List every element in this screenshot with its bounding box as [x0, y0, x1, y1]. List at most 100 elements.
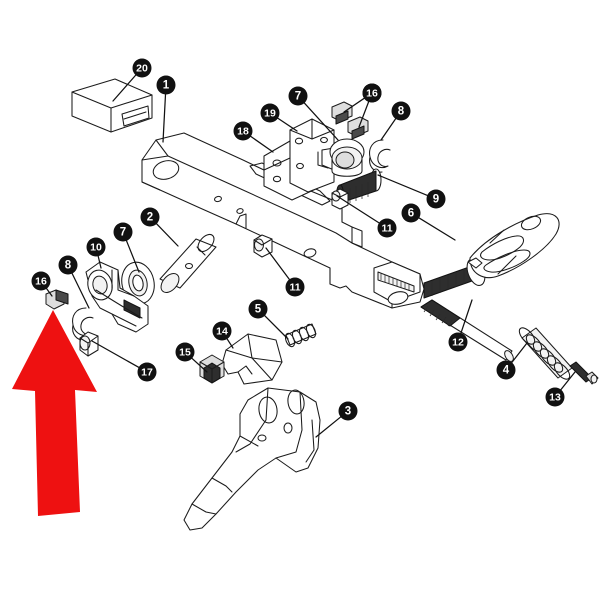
part-cam-block — [221, 333, 283, 385]
callout-3[interactable]: 3 — [338, 401, 358, 421]
leader-line-11 — [336, 195, 381, 224]
callout-4[interactable]: 4 — [496, 360, 516, 380]
part-coil-spring — [518, 327, 573, 380]
callout-circle — [545, 387, 565, 407]
callout-circle — [260, 103, 280, 123]
callout-circle — [285, 277, 305, 297]
callout-16b[interactable]: 16 — [362, 83, 382, 103]
callout-15[interactable]: 15 — [175, 342, 195, 362]
callout-number: 11 — [289, 282, 300, 294]
callout-number: 13 — [549, 392, 561, 404]
part-lower-bracket-arm — [183, 387, 321, 531]
part-set-screw — [569, 361, 599, 385]
callout-17[interactable]: 17 — [137, 362, 157, 382]
part-stud-bolt-top-b — [347, 116, 369, 140]
callout-7[interactable]: 7 — [288, 86, 308, 106]
leader-line-18 — [249, 135, 274, 153]
callout-circle — [132, 58, 152, 78]
callout-11b[interactable]: 11 — [285, 277, 305, 297]
callout-number: 20 — [136, 63, 148, 75]
callout-number: 7 — [120, 227, 126, 239]
part-spacer-bushing-upper — [331, 188, 349, 210]
callout-number: 11 — [381, 223, 392, 235]
part-long-threaded-rod — [420, 299, 514, 362]
callout-19[interactable]: 19 — [260, 103, 280, 123]
callout-number: 6 — [408, 208, 414, 220]
callout-18[interactable]: 18 — [233, 121, 253, 141]
callout-number: 4 — [503, 365, 510, 377]
callout-circle — [426, 189, 446, 209]
leader-line-16 — [343, 97, 366, 113]
callout-number: 15 — [179, 347, 191, 359]
callout-number: 1 — [163, 80, 170, 92]
leader-line-19 — [276, 117, 298, 132]
callout-circle — [288, 86, 308, 106]
part-spacer-bushing-middle — [253, 234, 273, 258]
callout-9[interactable]: 9 — [426, 189, 446, 209]
callout-7b[interactable]: 7 — [113, 222, 133, 242]
callout-number: 3 — [345, 406, 351, 418]
callout-circle — [156, 75, 176, 95]
leader-line-9 — [377, 174, 429, 197]
callout-8b[interactable]: 8 — [58, 255, 78, 275]
callout-number: 16 — [366, 88, 378, 100]
callout-circle — [362, 83, 382, 103]
callout-circle — [31, 271, 51, 291]
leader-line-8 — [380, 117, 397, 141]
callout-11[interactable]: 11 — [377, 218, 397, 238]
callout-circle — [175, 342, 195, 362]
leader-line-16 — [358, 100, 370, 128]
leader-line-17 — [91, 340, 140, 369]
callout-number: 19 — [264, 108, 276, 120]
callout-2[interactable]: 2 — [140, 207, 160, 227]
callout-circle — [377, 218, 397, 238]
callout-20[interactable]: 20 — [132, 58, 152, 78]
leader-line-20 — [112, 74, 137, 102]
callout-circle — [233, 121, 253, 141]
leader-line-15 — [191, 357, 208, 373]
callout-circle — [496, 360, 516, 380]
part-angle-bracket-plate — [289, 118, 335, 193]
part-pivot-pin-roller — [159, 233, 217, 293]
callout-number: 17 — [141, 367, 153, 379]
callout-circle — [401, 203, 421, 223]
callout-circle — [248, 299, 268, 319]
callout-13[interactable]: 13 — [545, 387, 565, 407]
callout-number: 5 — [255, 304, 262, 316]
part-c-clip-top — [369, 139, 391, 173]
callout-number: 7 — [295, 91, 301, 103]
callout-number: 8 — [65, 260, 72, 272]
leader-line-3 — [315, 416, 342, 438]
callout-circle — [113, 222, 133, 242]
callout-8[interactable]: 8 — [391, 101, 411, 121]
leader-line-11 — [265, 247, 291, 281]
leader-line-4 — [510, 342, 528, 364]
callout-circle — [137, 362, 157, 382]
callout-circle — [86, 237, 106, 257]
part-housing-block — [71, 78, 153, 133]
callout-circle — [140, 207, 160, 227]
leader-line-8 — [71, 272, 90, 309]
callout-1[interactable]: 1 — [156, 75, 176, 95]
leader-line-16 — [45, 287, 53, 297]
callout-10[interactable]: 10 — [86, 237, 106, 257]
callout-circle — [448, 332, 468, 352]
part-bushing-washer-top — [329, 138, 365, 177]
callout-circle — [58, 255, 78, 275]
callout-14[interactable]: 14 — [212, 321, 232, 341]
leader-line-1 — [162, 93, 167, 143]
callout-number: 14 — [216, 326, 228, 338]
callout-5[interactable]: 5 — [248, 299, 268, 319]
callout-12[interactable]: 12 — [448, 332, 468, 352]
callout-6[interactable]: 6 — [401, 203, 421, 223]
leader-line-10 — [97, 255, 102, 269]
leader-line-14 — [226, 337, 234, 349]
callout-16c[interactable]: 16 — [31, 271, 51, 291]
callout-number: 12 — [452, 337, 464, 349]
callout-number: 2 — [147, 212, 153, 224]
callout-number: 9 — [433, 194, 439, 206]
part-small-bushing — [79, 331, 99, 357]
part-hex-nut — [199, 354, 225, 384]
part-small-coil-spring — [284, 323, 317, 348]
